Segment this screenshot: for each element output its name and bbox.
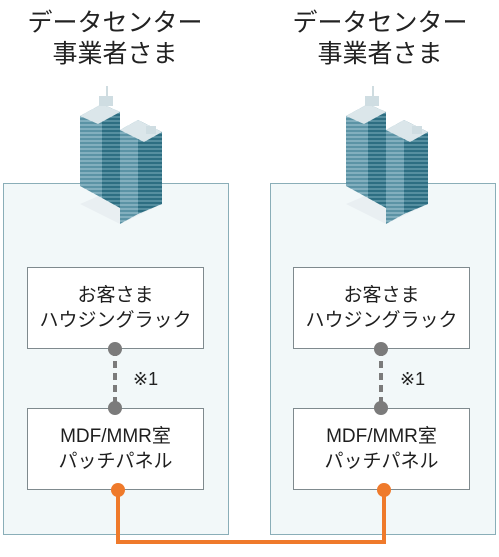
mdf-label-line1: MDF/MMR室	[326, 426, 437, 447]
rack-label-line2: ハウジングラック	[305, 310, 458, 331]
building-icon	[346, 86, 428, 224]
site-title-line1: データセンター	[292, 9, 468, 37]
footnote-marker: ※1	[133, 369, 159, 389]
cross-connect-line	[111, 483, 391, 544]
site-title-line2: 事業者さま	[52, 40, 178, 68]
site-title-right: データセンター 事業者さま	[265, 8, 495, 70]
dashed-connector-right	[374, 342, 388, 415]
mdf-label-line1: MDF/MMR室	[60, 426, 171, 447]
mdf-patch-panel-box: MDF/MMR室 パッチパネル	[293, 408, 470, 490]
site-title-left: データセンター 事業者さま	[0, 8, 230, 70]
rack-label-line1: お客さま	[343, 285, 420, 306]
housing-rack-box: お客さま ハウジングラック	[27, 267, 204, 349]
mdf-label-line2: パッチパネル	[58, 451, 173, 472]
rack-label-line1: お客さま	[77, 285, 154, 306]
site-title-line1: データセンター	[27, 9, 203, 37]
rack-label-line2: ハウジングラック	[39, 310, 192, 331]
mdf-patch-panel-box: MDF/MMR室 パッチパネル	[27, 408, 204, 490]
dashed-connector-left	[108, 342, 122, 415]
footnote-marker: ※1	[400, 369, 426, 389]
mdf-label-line2: パッチパネル	[324, 451, 439, 472]
building-icon	[80, 86, 162, 224]
site-title-line2: 事業者さま	[317, 40, 443, 68]
